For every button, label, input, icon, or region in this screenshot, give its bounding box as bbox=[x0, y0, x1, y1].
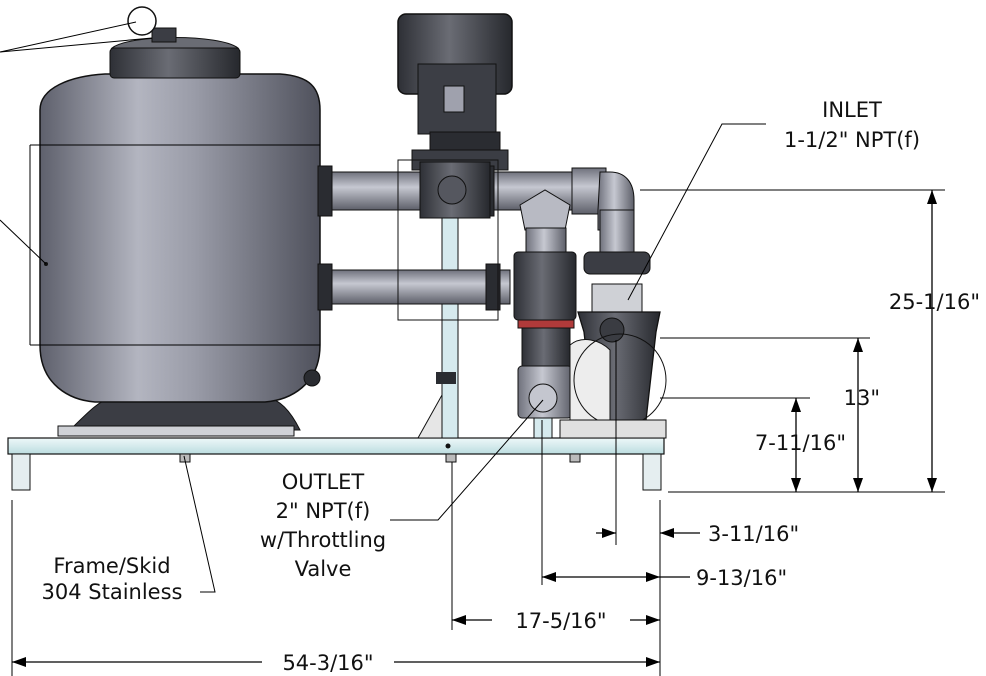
outlet-spec: 2" NPT(f) bbox=[276, 499, 371, 523]
frame-label-line2: 304 Stainless bbox=[42, 580, 183, 604]
outlet-valve-line2: Valve bbox=[295, 557, 352, 581]
leader-lines bbox=[0, 21, 766, 593]
frame-skid bbox=[7, 437, 665, 491]
frame-label-line1: Frame/Skid bbox=[53, 554, 170, 578]
dim-height-outlet: 7-11/16" bbox=[755, 431, 846, 455]
valve-controller bbox=[397, 13, 513, 171]
pump bbox=[559, 283, 667, 439]
inlet-title: INLET bbox=[822, 98, 882, 122]
dimension-lines bbox=[11, 189, 945, 676]
filter-tank bbox=[29, 6, 321, 437]
dim-width-total: 54-3/16" bbox=[282, 651, 373, 675]
upper-pipe bbox=[317, 161, 651, 275]
outlet-valve-line1: w/Throttling bbox=[260, 528, 386, 552]
dim-offset-pump: 17-5/16" bbox=[515, 609, 606, 633]
dim-height-pump-top: 13" bbox=[844, 386, 880, 410]
lower-pipe bbox=[317, 159, 511, 321]
dim-offset-inlet: 3-11/16" bbox=[708, 522, 799, 546]
outlet-title: OUTLET bbox=[282, 470, 365, 494]
pressure-gauge-icon bbox=[127, 6, 157, 36]
dim-offset-outlet: 9-13/16" bbox=[696, 566, 787, 590]
outlet-valve-assembly bbox=[513, 189, 577, 439]
dim-height-total: 25-1/16" bbox=[889, 290, 980, 314]
inlet-spec: 1-1/2" NPT(f) bbox=[784, 128, 920, 152]
